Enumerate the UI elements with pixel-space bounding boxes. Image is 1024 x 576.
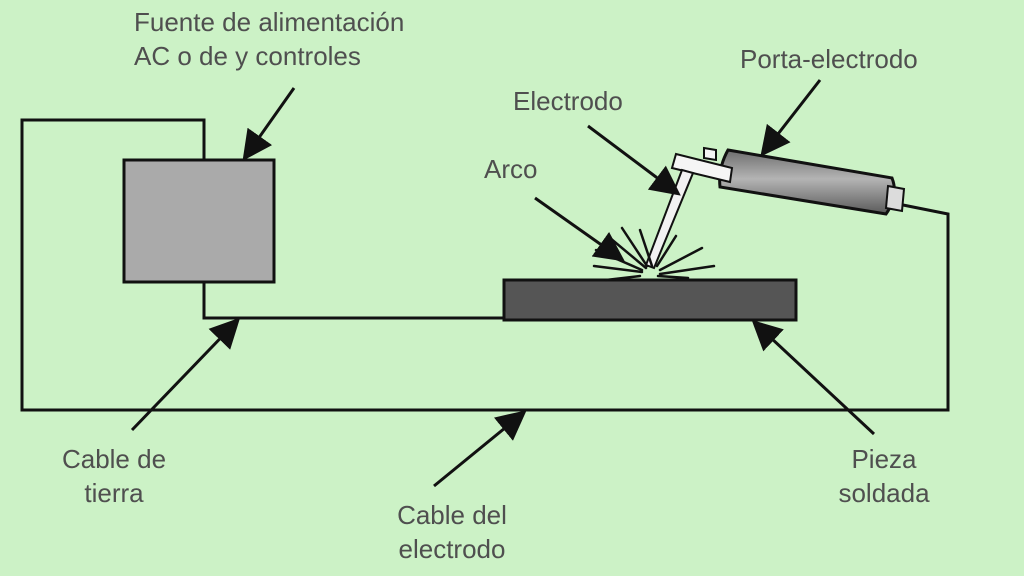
label-arc: Arco xyxy=(484,154,538,184)
arrow-arc xyxy=(534,196,625,262)
arrow-ground-cable xyxy=(130,317,241,432)
ground-cable-wire xyxy=(202,282,504,320)
outer-loop-wire xyxy=(20,118,950,412)
electrode-holder xyxy=(670,146,906,216)
label-electrode-cable: Cable del electrodo xyxy=(362,498,542,566)
arrow-electrode-cable xyxy=(433,410,527,488)
label-electrode-cable-line-2: electrodo xyxy=(398,534,506,564)
label-electrode: Electrodo xyxy=(513,86,623,116)
arrow-workpiece xyxy=(751,319,876,436)
label-electrode-holder: Porta-electrodo xyxy=(740,44,918,74)
label-workpiece-line-2: soldada xyxy=(838,478,930,508)
workpiece-plate xyxy=(502,278,798,322)
label-ground-cable: Cable de tierra xyxy=(34,442,194,510)
power-source-box xyxy=(122,158,276,284)
label-electrode-cable-line-1: Cable del xyxy=(397,500,507,530)
label-power-source: Fuente de alimentación AC o de y control… xyxy=(134,5,404,73)
label-workpiece: Pieza soldada xyxy=(804,442,964,510)
label-power-source-line-1: Fuente de alimentación xyxy=(134,7,405,37)
label-workpiece-line-1: Pieza xyxy=(851,444,917,474)
arrow-power-source xyxy=(242,87,296,161)
label-power-source-line-2: AC o de y controles xyxy=(134,41,361,71)
arrow-electrode xyxy=(587,124,681,196)
circuit-wires xyxy=(20,118,950,412)
label-ground-cable-line-1: Cable de xyxy=(61,444,167,474)
arrow-electrode-holder xyxy=(760,79,822,157)
label-ground-cable-line-2: tierra xyxy=(84,478,144,508)
electrode-rod xyxy=(644,168,695,270)
callout-arrows xyxy=(130,79,876,488)
